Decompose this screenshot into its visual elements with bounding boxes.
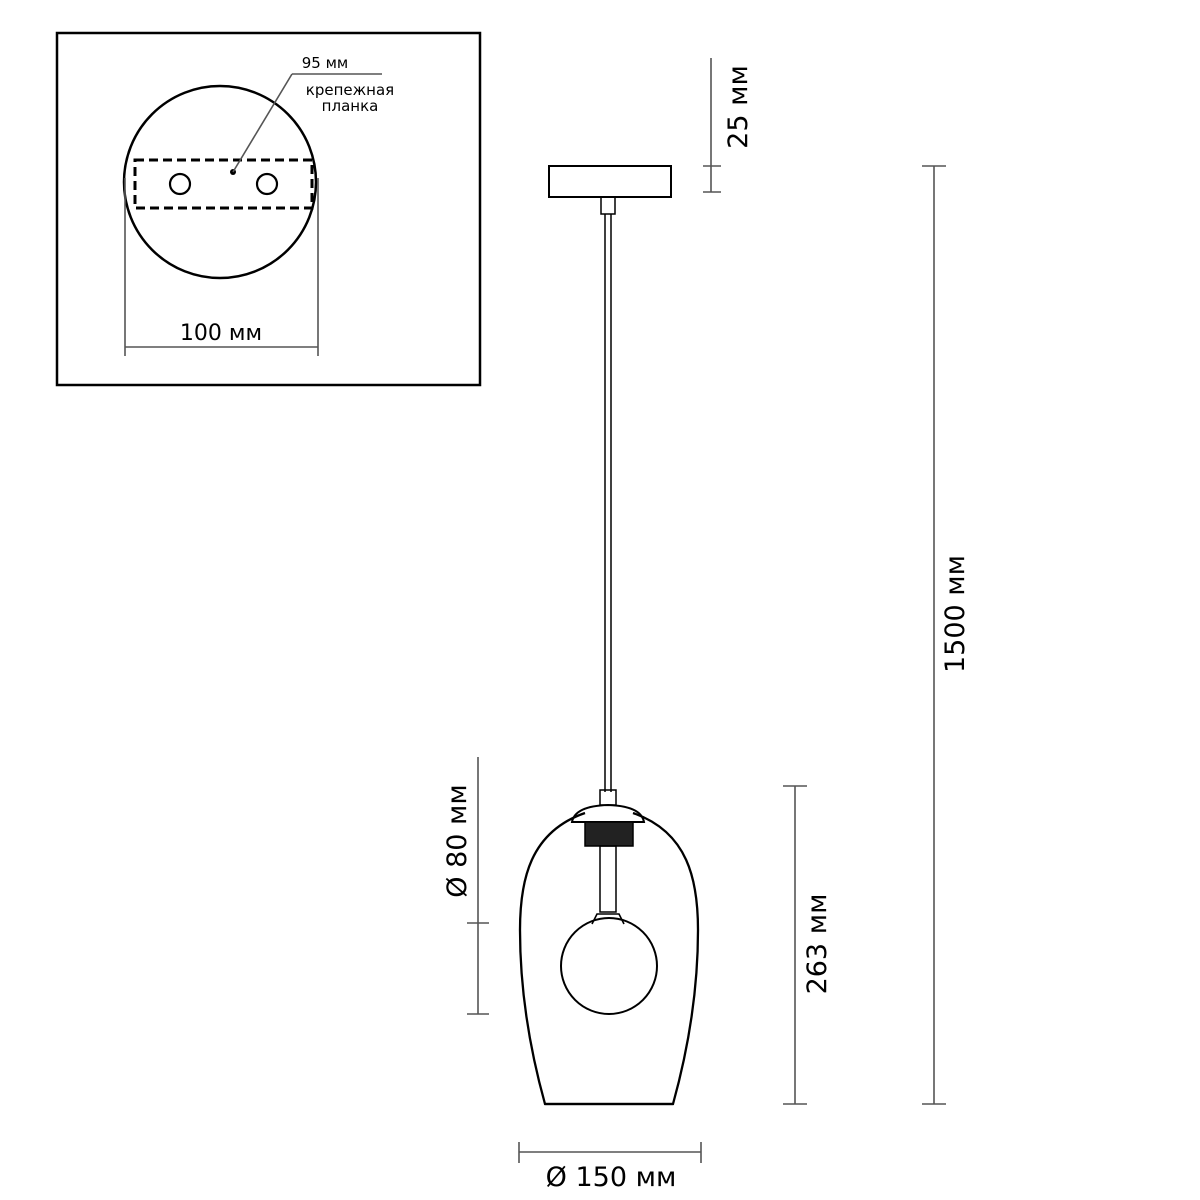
dim-150-label: Ø 150 мм	[546, 1162, 677, 1193]
socket-rod	[599, 845, 617, 913]
callout-leader	[232, 73, 293, 173]
globe-bulb	[560, 917, 658, 1015]
dim-top-diameter: Ø 80 мм	[442, 757, 489, 1015]
dim-total-height: 1500 мм	[922, 165, 971, 1105]
dim-100-label: 100 мм	[180, 321, 262, 346]
callout-label-line2: планка	[322, 97, 379, 115]
cable-clamp	[600, 196, 616, 215]
ceiling-canopy	[548, 165, 672, 198]
dim-shade-diameter: Ø 150 мм	[518, 1142, 702, 1193]
lamp-socket	[584, 821, 634, 847]
mounting-hole-left	[168, 172, 192, 196]
canopy-circle	[122, 84, 318, 280]
dim-80-label: Ø 80 мм	[442, 784, 473, 898]
dim-263-label: 263 мм	[802, 894, 833, 995]
mounting-plate	[133, 158, 314, 210]
glass-shade	[518, 811, 700, 1106]
inset-frame	[55, 31, 482, 387]
mounting-hole-right	[255, 172, 279, 196]
dim-shade-height: 263 мм	[783, 785, 833, 1105]
shade-top-fitting	[599, 789, 617, 806]
dim-1500-label: 1500 мм	[940, 555, 971, 673]
lamp-side-view	[518, 165, 700, 1106]
canopy-top-view-inset: 95 мм крепежная планка 100 мм	[55, 31, 482, 387]
dim-25-label: 25 мм	[723, 65, 754, 149]
dim-95-label: 95 мм	[302, 54, 349, 72]
dim-canopy-height: 25 мм	[703, 58, 754, 193]
callout-label-line1: крепежная	[306, 81, 394, 99]
